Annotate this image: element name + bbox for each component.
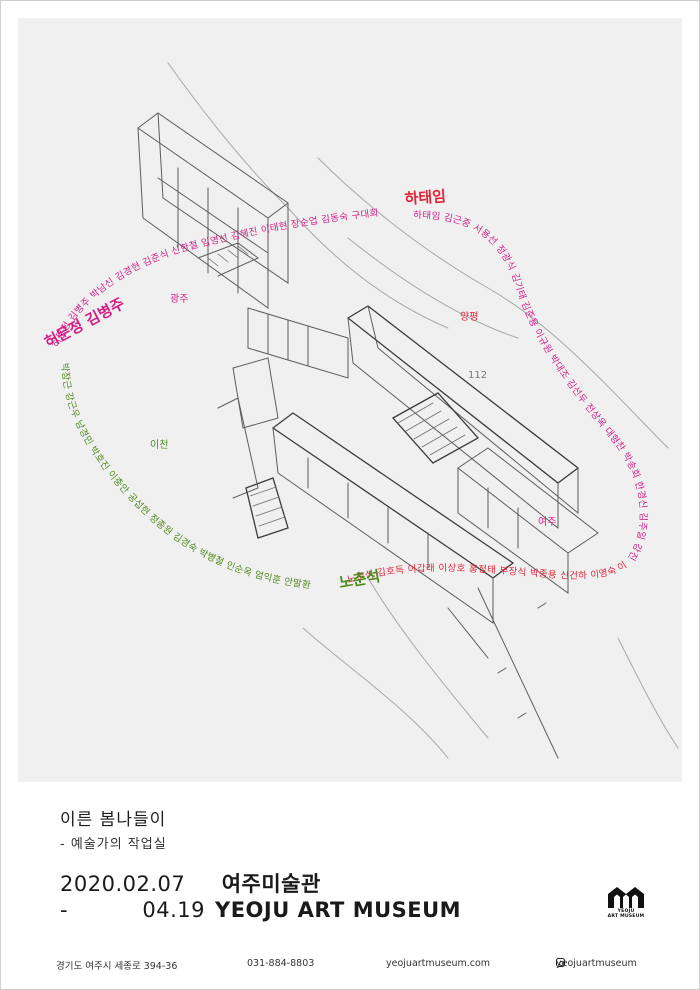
instagram-icon — [556, 958, 565, 967]
footer-info: 경기도 여주시 세종로 394-36 031-884-8803 yeojuart… — [56, 958, 656, 972]
sketch-dimension-lines — [447, 587, 559, 759]
route-names-top: 허문정 김병주 박남신 김경현 김준식 신한철 임영선 김혜진 이태현 장순업 … — [51, 208, 380, 349]
hill-contours — [167, 62, 679, 759]
artist-name-highlight-bottom: 노춘석 — [338, 567, 382, 592]
route-names-left: 박장근 강근우 남경민 박호진 이충안 공섭현 정종원 김경숙 박병철 인순옥 … — [59, 363, 312, 592]
exhibition-title: 이른 봄나들이 — [60, 810, 167, 830]
date-start: 2020.02.07 — [60, 872, 186, 896]
date-row-start: 2020.02.07 여주미술관 — [60, 868, 321, 898]
footer-phone: 031-884-8803 — [247, 958, 315, 969]
venue-korean: 여주미술관 — [221, 872, 321, 896]
sketch-building-main — [245, 305, 599, 624]
sketch-mark: 112 — [468, 370, 487, 381]
date-end: 04.19 — [142, 898, 205, 922]
artist-name-highlight-top: 하태임 — [404, 187, 447, 208]
exhibition-title-block: 이른 봄나들이 - 예술가의 작업실 — [60, 805, 167, 852]
sketch-building-north — [137, 112, 289, 309]
footer-address: 경기도 여주시 세종로 394-36 — [56, 961, 178, 972]
region-gwangju: 광주 — [170, 293, 188, 305]
footer-instagram-handle: yeojuartmuseum — [556, 958, 637, 969]
region-yangpyeong: 양평 — [460, 311, 478, 323]
venue-english: YEOJU ART MUSEUM — [215, 898, 462, 922]
exhibition-subtitle: - 예술가의 작업실 — [60, 837, 167, 852]
region-yeoju: 여주 — [538, 516, 556, 528]
museum-house-icon — [608, 887, 644, 908]
artwork-panel: 112 허문정 김병주 박남신 김경현 김준식 신한철 임영선 김혜진 이태현 … — [18, 18, 682, 782]
footer-website: yeojuartmuseum.com — [386, 958, 491, 969]
museum-logo: YEOJU ART MUSEUM — [606, 884, 646, 919]
region-icheon: 이천 — [150, 439, 168, 451]
architectural-sketch: 112 허문정 김병주 박남신 김경현 김준식 신한철 임영선 김혜진 이태현 … — [18, 18, 679, 759]
logo-line-1: YEOJU — [617, 909, 635, 914]
sketch-walkway — [217, 307, 349, 499]
logo-line-2: ART MUSEUM — [607, 914, 645, 919]
